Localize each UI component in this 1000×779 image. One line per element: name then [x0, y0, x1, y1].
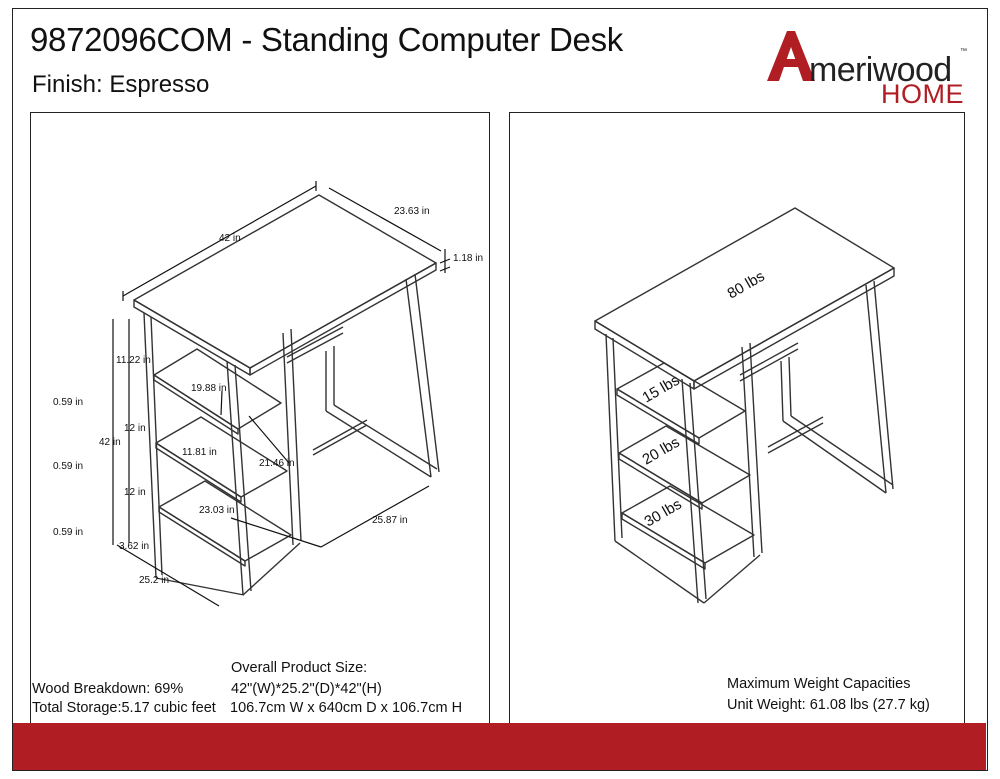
overall-size-label: Overall Product Size:	[231, 660, 368, 676]
dim-total-height: 42 in	[99, 437, 121, 448]
dim-base-depth: 25.2 in	[139, 575, 169, 586]
dim-width-top: 42 in	[219, 233, 241, 244]
dim-shelf-gap-low: 12 in	[124, 487, 146, 498]
page-title: 9872096COM - Standing Computer Desk	[30, 21, 623, 58]
size-centimeters: 106.7cm W x 640cm D x 106.7cm H	[230, 700, 463, 716]
dim-shelf-depth: 11.81 in	[182, 447, 217, 458]
weight-top: 80 lbs	[725, 268, 768, 303]
dim-shelf-gap-mid: 12 in	[124, 423, 146, 434]
dim-shelf-width-mid: 21.46 in	[259, 458, 295, 469]
max-weight-label: Maximum Weight Capacities	[727, 676, 911, 692]
dim-shelf-thickness-2: 0.59 in	[53, 461, 83, 472]
spec-sheet: 9872096COM - Standing Computer Desk Fini…	[12, 8, 988, 771]
size-inches: 42"(W)*25.2"(D)*42"(H)	[231, 681, 382, 697]
dim-base-length: 25.87 in	[372, 515, 408, 526]
wood-breakdown: Wood Breakdown: 69%	[32, 681, 184, 697]
logo-trademark: ™	[960, 48, 967, 55]
total-storage: Total Storage:5.17 cubic feet	[32, 700, 216, 716]
finish-label: Finish: Espresso	[32, 71, 210, 98]
weight-drawing: 80 lbs 15 lbs 20 lbs 30 lbs	[594, 207, 895, 604]
dim-top-thickness: 1.18 in	[453, 253, 483, 264]
dimensions-panel: 42 in 23.63 in 1.18 in 11.22 in 0.59 in …	[30, 112, 490, 727]
weight-capacity-panel: 80 lbs 15 lbs 20 lbs 30 lbs	[509, 112, 965, 727]
dim-depth-top: 23.63 in	[394, 206, 430, 217]
dim-shelf-gap-top: 11.22 in	[116, 355, 151, 366]
dim-shelf-thickness-1: 0.59 in	[53, 397, 83, 408]
dimension-drawing: 42 in 23.63 in 1.18 in 11.22 in 0.59 in …	[53, 181, 483, 607]
ameriwood-logo: meriwood ™ HOME	[761, 29, 976, 114]
dim-shelf-width-top: 19.88 in	[191, 383, 227, 394]
logo-home: HOME	[881, 79, 964, 109]
weight-shelf-3: 30 lbs	[642, 496, 685, 531]
weight-shelf-2: 20 lbs	[640, 434, 683, 469]
dim-shelf-width-low: 23.03 in	[199, 505, 235, 516]
unit-weight: Unit Weight: 61.08 lbs (27.7 kg)	[727, 697, 930, 713]
weight-shelf-1: 15 lbs	[640, 372, 683, 407]
dim-shelf-thickness-3: 0.59 in	[53, 527, 83, 538]
footer-bar	[13, 723, 986, 770]
logo-word: meriwood	[809, 51, 952, 89]
dim-base-offset: 3.62 in	[119, 541, 149, 552]
logo-a-icon	[767, 31, 815, 81]
